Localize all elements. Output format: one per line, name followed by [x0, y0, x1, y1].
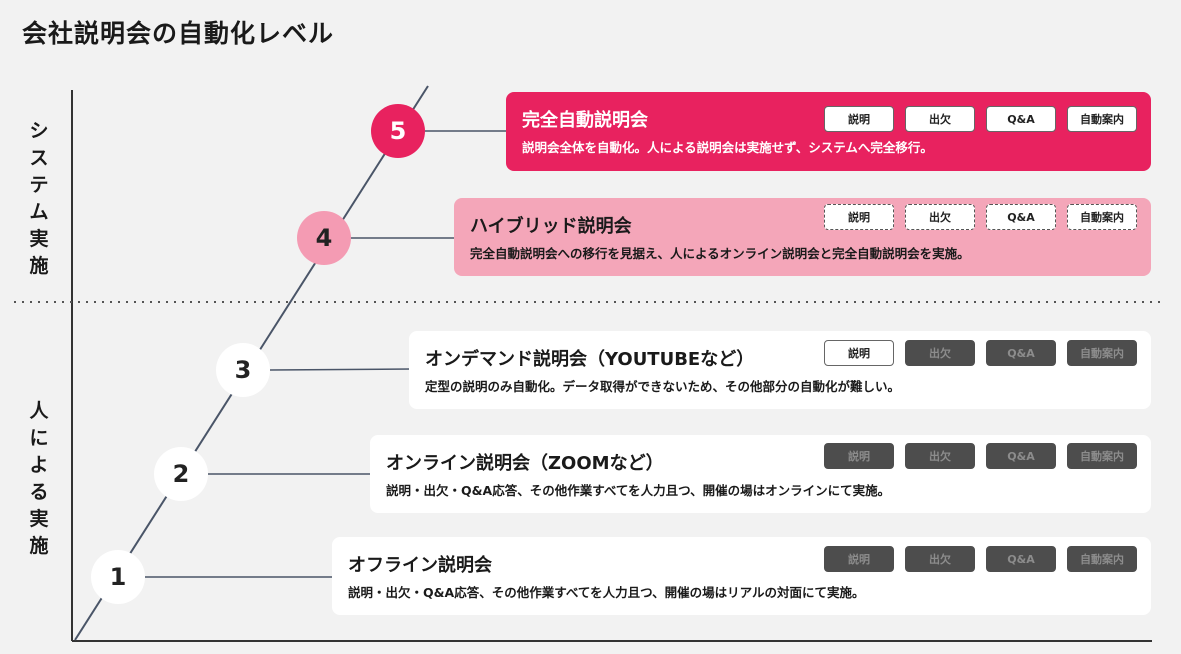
level-1-title: オフライン説明会: [348, 555, 492, 576]
tag-explanation: 説明: [824, 443, 894, 469]
level-3-badge: 3: [216, 343, 270, 397]
tag-explanation: 説明: [824, 340, 894, 366]
tag-attendance: 出欠: [905, 106, 975, 132]
tag-auto-guide: 自動案内: [1067, 106, 1137, 132]
level-2-badge: 2: [154, 447, 208, 501]
axis-label-system: シ ス テ ム 実 施: [29, 120, 49, 277]
tag-attendance: 出欠: [905, 443, 975, 469]
page-title: 会社説明会の自動化レベル: [22, 19, 335, 48]
tag-qa: Q&A: [986, 546, 1056, 572]
level-5-card: 完全自動説明会 説明会全体を自動化。人による説明会は実施せず、システムへ完全移行…: [506, 92, 1151, 171]
tag-attendance: 出欠: [905, 340, 975, 366]
level-3-description: 定型の説明のみ自動化。データ取得ができないため、その他部分の自動化が難しい。: [425, 379, 901, 394]
level-2-card: オンライン説明会（ZOOMなど） 説明・出欠・Q&A応答、その他作業すべてを人力…: [370, 435, 1151, 513]
level-4-title: ハイブリッド説明会: [470, 216, 632, 237]
tag-qa: Q&A: [986, 204, 1056, 230]
level-1-badge: 1: [91, 550, 145, 604]
connector-3: [269, 368, 412, 371]
tag-auto-guide: 自動案内: [1067, 204, 1137, 230]
level-5-title: 完全自動説明会: [522, 110, 648, 131]
level-5-badge: 5: [371, 104, 425, 158]
level-4-description: 完全自動説明会への移行を見据え、人によるオンライン説明会と完全自動説明会を実施。: [470, 246, 970, 261]
tag-attendance: 出欠: [905, 204, 975, 230]
tag-explanation: 説明: [824, 106, 894, 132]
tag-explanation: 説明: [824, 204, 894, 230]
level-3-card: オンデマンド説明会（YOUTUBEなど） 定型の説明のみ自動化。データ取得ができ…: [409, 331, 1151, 409]
tag-auto-guide: 自動案内: [1067, 546, 1137, 572]
level-5-description: 説明会全体を自動化。人による説明会は実施せず、システムへ完全移行。: [522, 140, 933, 155]
tag-qa: Q&A: [986, 106, 1056, 132]
level-2-title: オンライン説明会（ZOOMなど）: [386, 453, 664, 474]
level-2-tags: 説明 出欠 Q&A 自動案内: [824, 443, 1137, 469]
tag-auto-guide: 自動案内: [1067, 340, 1137, 366]
axis-label-human: 人 に よ る 実 施: [29, 400, 49, 557]
tag-qa: Q&A: [986, 340, 1056, 366]
tag-auto-guide: 自動案内: [1067, 443, 1137, 469]
tag-qa: Q&A: [986, 443, 1056, 469]
tag-attendance: 出欠: [905, 546, 975, 572]
level-4-tags: 説明 出欠 Q&A 自動案内: [824, 204, 1137, 230]
level-4-card: ハイブリッド説明会 完全自動説明会への移行を見据え、人によるオンライン説明会と完…: [454, 198, 1151, 276]
level-1-tags: 説明 出欠 Q&A 自動案内: [824, 546, 1137, 572]
level-2-description: 説明・出欠・Q&A応答、その他作業すべてを人力且つ、開催の場はオンラインにて実施…: [386, 483, 891, 498]
level-3-title: オンデマンド説明会（YOUTUBEなど）: [425, 349, 755, 370]
level-4-badge: 4: [297, 211, 351, 265]
level-1-card: オフライン説明会 説明・出欠・Q&A応答、その他作業すべてを人力且つ、開催の場は…: [332, 537, 1151, 615]
level-3-tags: 説明 出欠 Q&A 自動案内: [824, 340, 1137, 366]
level-5-tags: 説明 出欠 Q&A 自動案内: [824, 106, 1137, 132]
level-1-description: 説明・出欠・Q&A応答、その他作業すべてを人力且つ、開催の場はリアルの対面にて実…: [348, 585, 865, 600]
tag-explanation: 説明: [824, 546, 894, 572]
